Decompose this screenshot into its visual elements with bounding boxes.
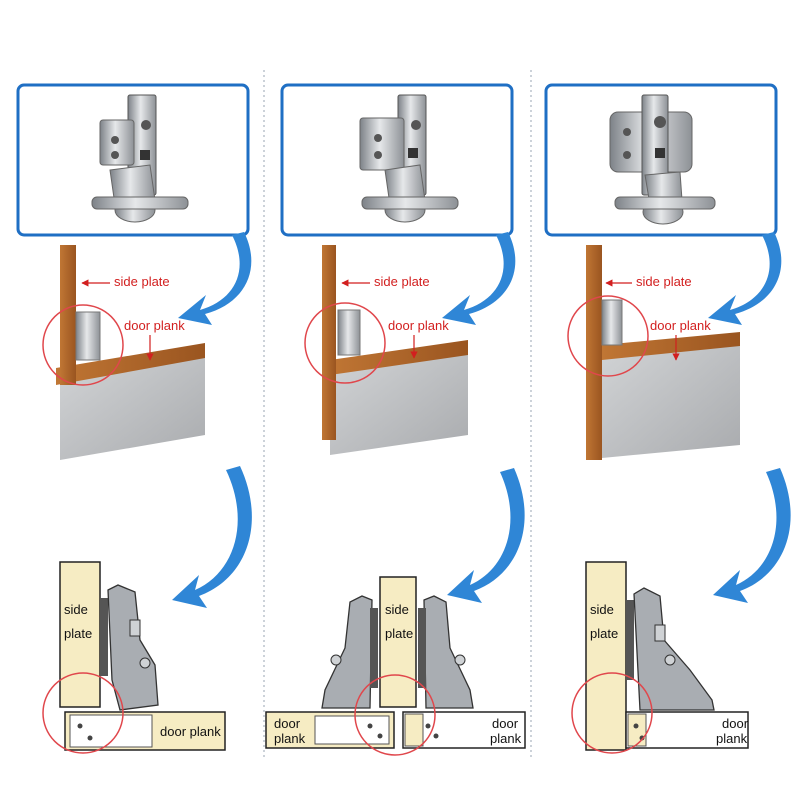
column-inset xyxy=(544,83,791,754)
hinge-diagram-1 xyxy=(59,561,226,751)
diagram-door-left-label-2b: plank xyxy=(274,731,306,746)
cabinet-photo-1 xyxy=(56,245,205,460)
diagram-side-label-3a: side xyxy=(590,602,614,617)
hinge-photo-3 xyxy=(609,94,716,225)
hinge-diagram-3 xyxy=(585,561,749,751)
blue-arrow-bottom-3 xyxy=(713,468,791,603)
diagram-side-label-2b: plate xyxy=(385,626,414,641)
diagram-door-label-3a: door xyxy=(722,716,749,731)
cabinet-photo-3 xyxy=(586,245,740,460)
blue-arrow-top-1 xyxy=(178,232,252,325)
label-side-plate-3: side plate xyxy=(636,274,692,289)
diagram-side-label-1b: plate xyxy=(64,626,93,641)
highlight-circle-diagram-1 xyxy=(42,672,124,754)
blue-arrow-top-2 xyxy=(442,232,516,325)
highlight-circle-photo-2 xyxy=(304,302,386,384)
highlight-circle-diagram-2 xyxy=(354,674,436,756)
blue-arrow-bottom-1 xyxy=(172,466,252,608)
diagram-door-left-label-2a: door xyxy=(274,716,301,731)
label-side-plate-1: side plate xyxy=(114,274,170,289)
label-door-plank-1: door plank xyxy=(124,318,185,333)
hinge-diagram-2 xyxy=(265,576,526,749)
diagram-side-label-2a: side xyxy=(385,602,409,617)
highlight-circle-diagram-3 xyxy=(571,672,653,754)
diagram-side-label-3b: plate xyxy=(590,626,619,641)
diagram-side-label-1a: side xyxy=(64,602,88,617)
diagram-door-right-label-2b: plank xyxy=(490,731,522,746)
label-door-plank-2: door plank xyxy=(388,318,449,333)
blue-arrow-top-3 xyxy=(708,232,782,325)
diagram-door-label-3b: plank xyxy=(716,731,748,746)
blue-arrow-bottom-2 xyxy=(447,468,525,603)
highlight-circle-photo-3 xyxy=(567,295,649,377)
highlight-circle-photo-1 xyxy=(42,304,124,386)
diagram-door-right-label-2a: door xyxy=(492,716,519,731)
hinge-photo-2 xyxy=(359,94,459,223)
label-side-plate-2: side plate xyxy=(374,274,430,289)
column-half-overlay xyxy=(265,83,526,756)
diagram-door-plank-label-1: door plank xyxy=(160,724,221,739)
hinge-photo-1 xyxy=(91,94,189,223)
column-full-overlay xyxy=(16,83,252,754)
label-door-plank-3: door plank xyxy=(650,318,711,333)
